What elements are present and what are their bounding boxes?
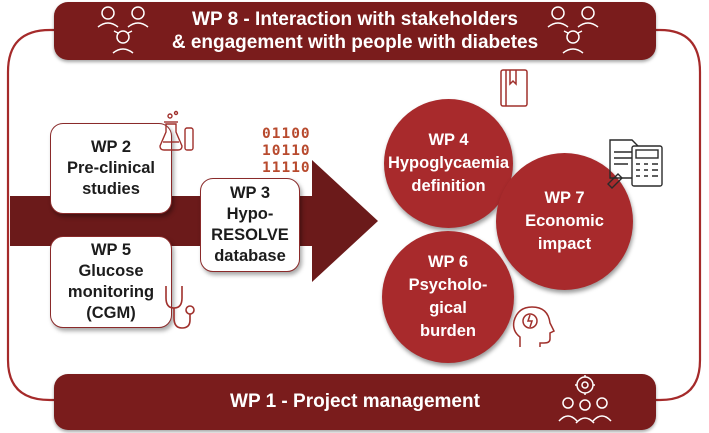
wp6-line: gical <box>429 299 467 317</box>
binary-data-icon: 01100 10110 11110 <box>262 126 311 177</box>
wp3-line: database <box>214 247 286 265</box>
wp4-line: definition <box>411 177 486 195</box>
lab-flask-icon <box>159 110 194 151</box>
wp6-line: Psycholo- <box>408 276 488 294</box>
wp5-box: WP 5 Glucose monitoring (CGM) <box>50 236 172 328</box>
brain-head-icon <box>512 306 556 347</box>
wp4-circle: WP 4 Hypoglycaemia definition <box>384 99 513 228</box>
wp3-box: WP 3 Hypo- RESOLVE database <box>200 178 300 272</box>
wp5-line: WP 5 <box>90 241 132 259</box>
wp7-line: impact <box>537 235 592 253</box>
wp2-line: Pre-clinical <box>66 159 156 177</box>
wp6-circle: WP 6 Psycholo- gical burden <box>382 231 514 363</box>
wp8-banner: WP 8 - Interaction with stakeholders & e… <box>54 2 656 60</box>
wp1-banner: WP 1 - Project management <box>54 374 656 430</box>
wp1-title: WP 1 - Project management <box>230 391 480 412</box>
wp8-title-line2: & engagement with people with diabetes <box>171 32 539 53</box>
stakeholders-icon <box>97 6 149 54</box>
wp2-line: WP 2 <box>90 138 132 156</box>
wp8-title-line1: WP 8 - Interaction with stakeholders <box>192 9 518 30</box>
stakeholders-icon <box>547 6 599 54</box>
wp6-line: WP 6 <box>427 253 469 271</box>
calculator-icon <box>607 139 663 189</box>
wp5-line: monitoring <box>67 283 155 301</box>
wp4-line: WP 4 <box>428 131 469 149</box>
wp6-line: burden <box>420 322 476 340</box>
wp2-box: WP 2 Pre-clinical studies <box>50 123 172 214</box>
wp3-line: WP 3 <box>229 184 271 202</box>
team-gear-icon <box>558 375 612 424</box>
wp3-line: RESOLVE <box>211 226 289 244</box>
wp2-line: studies <box>82 180 140 198</box>
stethoscope-icon <box>165 286 195 329</box>
wp7-line: WP 7 <box>544 189 585 207</box>
wp5-line: (CGM) <box>86 304 136 322</box>
binary-row: 01100 <box>262 126 311 142</box>
wp4-line: Hypoglycaemia <box>387 154 510 172</box>
wp3-line: Hypo- <box>226 205 274 223</box>
wp7-line: Economic <box>525 212 604 230</box>
binary-row: 10110 <box>262 143 311 159</box>
wp5-line: Glucose <box>78 262 144 280</box>
book-icon <box>500 69 528 107</box>
binary-row: 11110 <box>262 160 311 176</box>
